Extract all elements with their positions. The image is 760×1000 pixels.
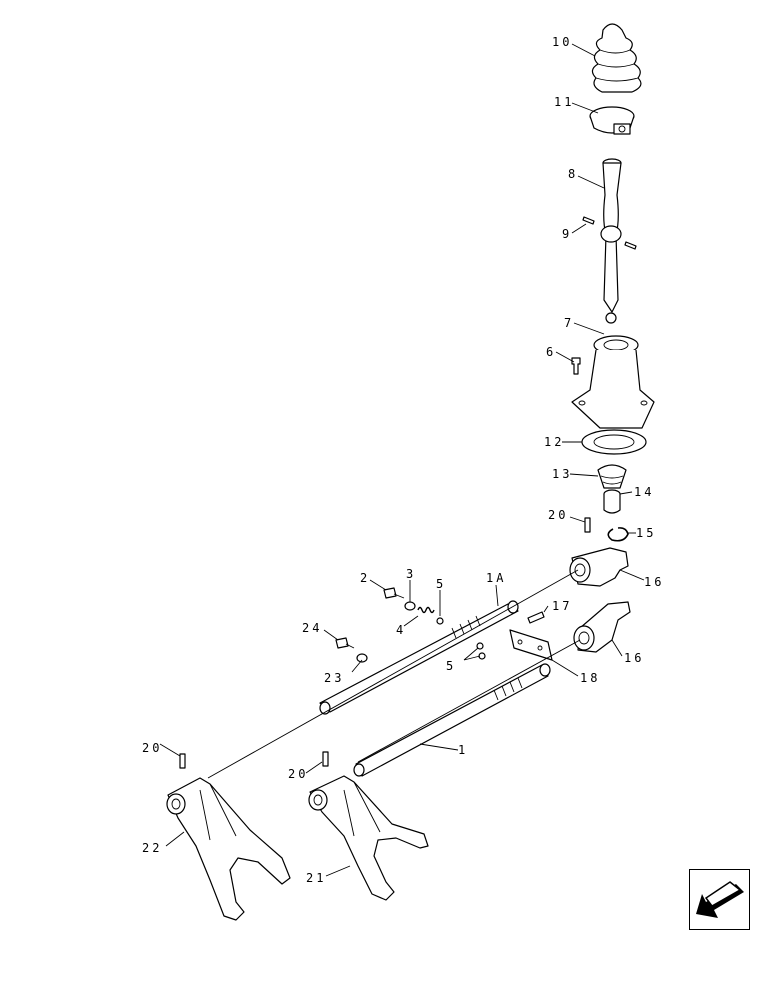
part-13-spring xyxy=(597,464,627,489)
callout-7: 7 xyxy=(564,316,574,330)
callout-20-middle: 20 xyxy=(288,767,308,781)
part-21-fork xyxy=(308,775,429,901)
callout-14: 14 xyxy=(634,485,654,499)
callout-16-upper: 16 xyxy=(644,575,664,589)
part-6-screw xyxy=(571,357,581,375)
part-9-pins xyxy=(582,216,637,250)
callout-1A: 1A xyxy=(486,571,506,585)
callout-9: 9 xyxy=(562,227,572,241)
callout-15: 15 xyxy=(636,526,656,540)
part-16-selector-upper xyxy=(569,547,629,587)
part-15-circlip xyxy=(607,527,629,542)
callout-17: 17 xyxy=(552,599,572,613)
part-7-housing xyxy=(571,335,655,429)
part-2-bolt xyxy=(383,587,405,599)
callout-24: 24 xyxy=(302,621,322,635)
part-4-spring xyxy=(417,606,435,614)
part-22-fork xyxy=(166,777,291,921)
callout-18: 18 xyxy=(580,671,600,685)
callout-1: 1 xyxy=(458,743,468,757)
callout-22: 22 xyxy=(142,841,162,855)
callout-23: 23 xyxy=(324,671,344,685)
part-1-rod xyxy=(353,663,551,777)
callout-20-left: 20 xyxy=(142,741,162,755)
part-14-bushing xyxy=(603,489,621,514)
part-8-lever xyxy=(600,158,622,324)
callout-20-upper: 20 xyxy=(548,508,568,522)
callout-16-lower: 16 xyxy=(624,651,644,665)
part-10-boot xyxy=(591,23,642,93)
part-17-screw xyxy=(527,611,545,624)
callout-8: 8 xyxy=(568,167,578,181)
callout-5-lower: 5 xyxy=(446,659,456,673)
callout-4: 4 xyxy=(396,623,406,637)
part-23-washer xyxy=(356,653,368,663)
arrow-left-down-icon xyxy=(696,881,744,918)
part-12-gasket xyxy=(581,429,647,455)
callout-2: 2 xyxy=(360,571,370,585)
callout-21: 21 xyxy=(306,871,326,885)
callout-6: 6 xyxy=(546,345,556,359)
part-20-pin-left xyxy=(179,753,186,769)
leader-lines xyxy=(159,43,645,877)
callout-13: 13 xyxy=(552,467,572,481)
part-20-pin-upper xyxy=(584,517,591,533)
part-16-selector-lower xyxy=(573,601,631,653)
callout-12: 12 xyxy=(544,435,564,449)
part-3-washer xyxy=(404,601,416,611)
callout-11: 11 xyxy=(554,95,574,109)
navigation-button[interactable] xyxy=(689,869,750,930)
part-5-balls xyxy=(436,617,486,660)
part-24-bolt xyxy=(335,637,355,649)
callout-3: 3 xyxy=(406,567,416,581)
callout-10: 10 xyxy=(552,35,572,49)
part-20-pin-middle xyxy=(322,751,329,767)
part-11-clamp xyxy=(589,106,635,135)
part-18-plate xyxy=(509,629,553,661)
callout-5-upper: 5 xyxy=(436,577,446,591)
